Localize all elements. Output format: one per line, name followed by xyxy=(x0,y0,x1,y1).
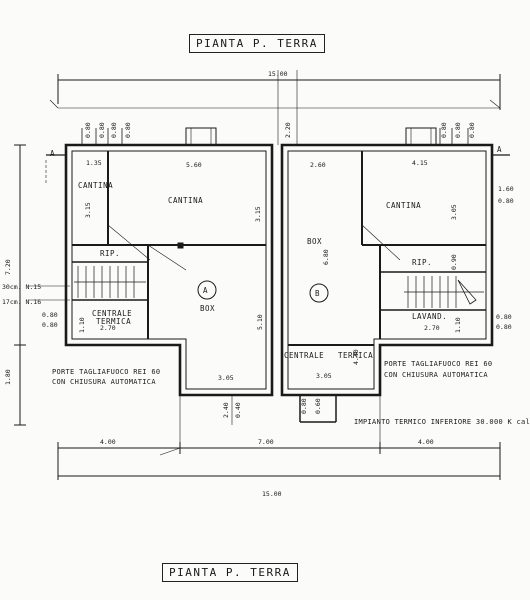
dim-overall-bottom: 15.00 xyxy=(262,490,282,498)
dim-080-top-7: 0.80 xyxy=(468,122,476,138)
dim-510: 5.10 xyxy=(256,314,264,330)
section-mark-right: A xyxy=(497,145,502,154)
unit-b-label: B xyxy=(315,289,320,298)
unit-a-label: A xyxy=(203,286,208,295)
level-17cm: 17cm. N.16 xyxy=(2,298,41,306)
dim-135: 1.35 xyxy=(86,159,102,167)
dim-160: 1.60 xyxy=(498,185,514,193)
dim-080-left-1: 0.80 xyxy=(42,311,58,319)
dim-220: 2.20 xyxy=(284,122,292,138)
dim-415: 4.15 xyxy=(412,159,428,167)
dim-305-bottom-right: 3.05 xyxy=(316,372,332,380)
dim-080-right-3: 0.80 xyxy=(496,323,512,331)
plan-title-bottom: PIANTA P. TERRA xyxy=(162,563,298,582)
dim-060: 0.60 xyxy=(314,398,322,414)
note-door-left-2: CON CHIUSURA AUTOMATICA xyxy=(52,378,156,386)
room-label-rip-left: RIP. xyxy=(100,249,120,258)
dim-080-right: 0.80 xyxy=(498,197,514,205)
room-label-box-left: BOX xyxy=(200,304,215,313)
dim-left-height: 7.20 xyxy=(4,259,12,275)
dim-080-top-2: 0.80 xyxy=(98,122,106,138)
dim-bottom-400-right: 4.00 xyxy=(418,438,434,446)
room-label-box-center: BOX xyxy=(307,237,322,246)
level-30cm: 30cm. N.15 xyxy=(2,283,41,291)
room-label-centrale-left-2: TERMICA xyxy=(96,317,131,326)
room-label-centrale-left-1: CENTRALE xyxy=(92,309,132,318)
window-top-right xyxy=(405,127,437,146)
unit-a-marker xyxy=(197,280,217,300)
dim-315-center: 3.15 xyxy=(254,206,262,222)
room-label-cantina-small: CANTINA xyxy=(78,181,113,190)
dim-080-top-5: 0.80 xyxy=(440,122,448,138)
dim-080-top-3: 0.80 xyxy=(110,122,118,138)
room-label-centrale-right-1: CENTRALE xyxy=(284,351,324,360)
note-impianto-termico: IMPIANTO TERMICO INFERIORE 30.000 K cal xyxy=(354,418,530,426)
note-door-right-1: PORTE TAGLIAFUOCO REI 60 xyxy=(384,360,492,368)
dim-260: 2.60 xyxy=(310,161,326,169)
dim-270-right: 2.70 xyxy=(424,324,440,332)
dim-080-right-2: 0.80 xyxy=(496,313,512,321)
room-label-cantina-left: CANTINA xyxy=(168,196,203,205)
dim-270-left: 2.70 xyxy=(100,324,116,332)
dim-090: 0.90 xyxy=(450,254,458,270)
dim-bottom-700: 7.00 xyxy=(258,438,274,446)
room-label-cantina-right: CANTINA xyxy=(386,201,421,210)
dim-080-left-2: 0.80 xyxy=(42,321,58,329)
dim-110-left: 1.10 xyxy=(78,317,86,333)
note-door-left-1: PORTE TAGLIAFUOCO REI 60 xyxy=(52,368,160,376)
room-label-rip-right: RIP. xyxy=(412,258,432,267)
unit-b-marker xyxy=(309,283,329,303)
dim-315-left: 3.15 xyxy=(84,202,92,218)
note-door-right-2: CON CHIUSURA AUTOMATICA xyxy=(384,371,488,379)
dim-680: 6.80 xyxy=(322,249,330,265)
dim-110-right: 1.10 xyxy=(454,317,462,333)
dim-560: 5.60 xyxy=(186,161,202,169)
window-top-left xyxy=(185,127,217,146)
section-mark-left: A xyxy=(50,149,55,158)
dim-080-top-4: 0.80 xyxy=(124,122,132,138)
dim-bottom-400-left: 4.00 xyxy=(100,438,116,446)
room-label-lavand: LAVAND. xyxy=(412,312,447,321)
wall-outline-right-unit xyxy=(280,143,494,397)
room-label-centrale-right-2: TERMICA xyxy=(338,351,373,360)
plan-title-top: PIANTA P. TERRA xyxy=(189,34,325,53)
dim-240: 2.40 xyxy=(222,402,230,418)
dim-080-bottom: 0.80 xyxy=(300,398,308,414)
dim-305-bottom-left: 3.05 xyxy=(218,374,234,382)
dim-overall-top: 15.00 xyxy=(268,70,288,78)
dim-440: 4.40 xyxy=(352,349,360,365)
dim-040: 0.40 xyxy=(234,402,242,418)
dim-305-right: 3.05 xyxy=(450,204,458,220)
dim-080-top-1: 0.80 xyxy=(84,122,92,138)
dim-080-top-6: 0.80 xyxy=(454,122,462,138)
dim-left-lower: 1.80 xyxy=(4,369,12,385)
